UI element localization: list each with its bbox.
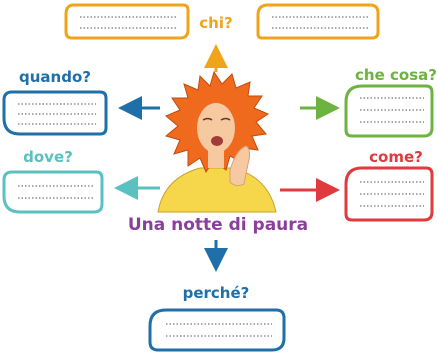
answer-box-come[interactable] — [344, 166, 434, 222]
label-quando: quando? — [19, 68, 91, 86]
label-perche: perché? — [183, 284, 250, 302]
label-come: come? — [369, 148, 423, 166]
answer-box-top-left[interactable] — [64, 3, 190, 40]
answer-box-quando[interactable] — [2, 90, 108, 136]
label-che-cosa: che cosa? — [355, 66, 437, 84]
answer-box-perche[interactable] — [148, 308, 286, 352]
woman-portrait-illustration — [157, 70, 277, 213]
answer-box-chi[interactable] — [256, 3, 380, 40]
answer-box-dove[interactable] — [2, 170, 104, 214]
label-chi: chi? — [199, 14, 232, 32]
label-dove: dove? — [23, 148, 73, 166]
answer-box-che-cosa[interactable] — [344, 84, 434, 138]
diagram-title: Una notte di paura — [128, 215, 308, 235]
